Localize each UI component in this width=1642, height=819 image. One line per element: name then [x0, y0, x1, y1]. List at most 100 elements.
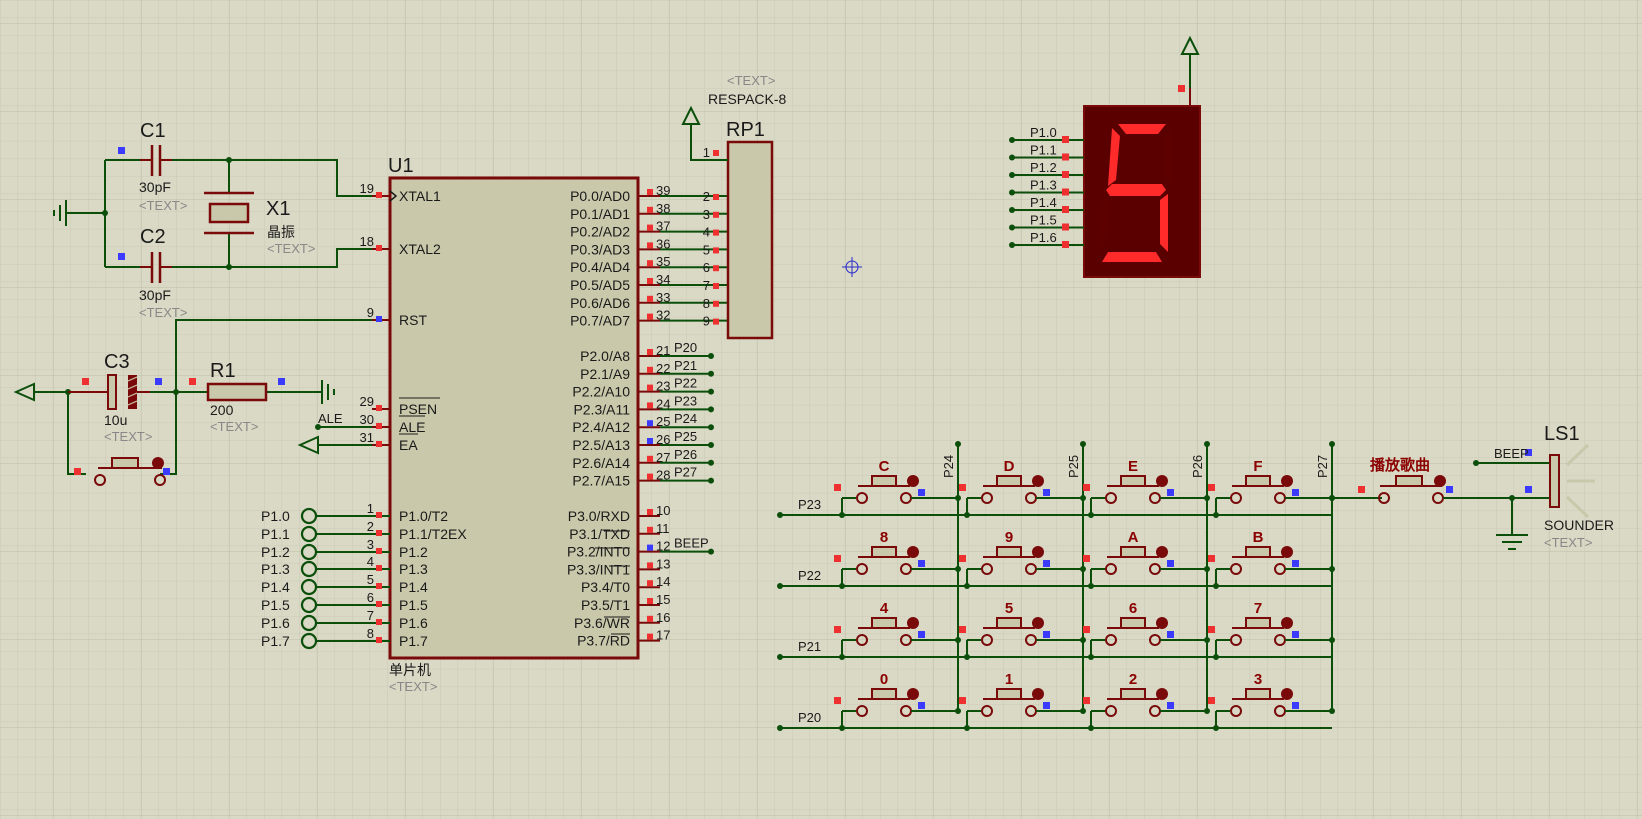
keypad-key[interactable]: 1 [959, 671, 1086, 731]
terminal-circle[interactable] [300, 560, 318, 578]
capacitor-c3[interactable]: C3 10u <TEXT> [68, 351, 162, 444]
mcu-pin-num: 8 [367, 626, 374, 641]
mcu-pin-num: 5 [367, 572, 374, 587]
keypad-key-label: 0 [880, 671, 888, 688]
keypad-key[interactable]: 7 [1208, 600, 1335, 660]
segment-g [1106, 184, 1166, 196]
keypad-key[interactable]: 8 [834, 529, 961, 589]
row-net-label: P21 [798, 639, 821, 654]
display-input-label: P1.1 [1030, 143, 1057, 158]
keypad-key-label: D [1004, 458, 1015, 475]
display-input-label: P1.6 [1030, 230, 1057, 245]
terminal-circle[interactable] [300, 632, 318, 650]
keypad-key[interactable]: 6 [1083, 600, 1210, 660]
mcu-pin-num: 37 [656, 219, 670, 234]
mcu-text: <TEXT> [389, 679, 437, 694]
keypad-key[interactable]: 4 [834, 600, 961, 660]
crystal-x1[interactable] [204, 191, 254, 235]
keypad-key[interactable]: 9 [959, 529, 1086, 589]
mcu-pin-num: 38 [656, 201, 670, 216]
mcu-pin-label: XTAL2 [399, 241, 441, 257]
mcu-pin-num: 9 [367, 305, 374, 320]
keypad-key[interactable]: 0 [834, 671, 961, 731]
mcu-pin-label: P3.5/T1 [581, 597, 630, 613]
c3-text: <TEXT> [104, 429, 152, 444]
mcu-pin-num: 16 [656, 610, 670, 625]
mcu-pin-label: P2.0/A8 [580, 348, 630, 364]
mcu-pin-label: P1.2 [399, 544, 428, 560]
keypad-key-label: 4 [880, 600, 889, 617]
mcu-u1[interactable] [388, 176, 640, 660]
mcu-pin-num: 6 [367, 590, 374, 605]
col-net-label: P24 [941, 455, 956, 478]
keypad-key-label: E [1128, 458, 1138, 475]
mcu-pin-label: P0.4/AD4 [570, 259, 630, 275]
keypad-key[interactable]: 2 [1083, 671, 1210, 731]
mcu-pin-num: 32 [656, 308, 670, 323]
keypad-key[interactable]: F [1208, 458, 1335, 518]
col-net-label: P25 [1066, 455, 1081, 478]
rp1-ref: RP1 [726, 119, 765, 141]
mcu-pin-label: P2.2/A10 [572, 384, 630, 400]
segment-c [1160, 194, 1168, 252]
c1-value: 30pF [139, 179, 171, 195]
net-label: P23 [674, 393, 697, 408]
sounder-ls1[interactable] [1443, 443, 1595, 550]
display-input-label: P1.3 [1030, 178, 1057, 193]
mcu-pin-label: P0.0/AD0 [570, 188, 630, 204]
keypad-key[interactable]: E [1083, 458, 1210, 518]
mcu-pin-label: RST [399, 312, 427, 328]
keypad-key[interactable]: B [1208, 529, 1335, 589]
keypad-key[interactable]: 3 [1208, 671, 1335, 731]
mcu-pin-label: P2.4/A12 [572, 419, 630, 435]
p1-terminal-label: P1.7 [261, 633, 290, 649]
terminal-circle[interactable] [300, 614, 318, 632]
mcu-pin-num: 23 [656, 379, 670, 394]
respack-rp1[interactable] [681, 105, 774, 340]
net-label: P25 [674, 429, 697, 444]
keypad-key[interactable]: A [1083, 529, 1210, 589]
mcu-pin-num: 28 [656, 468, 670, 483]
net-label: BEEP [674, 536, 709, 551]
rp1-pin-num: 8 [703, 296, 710, 311]
keypad-key-label: 3 [1254, 671, 1262, 688]
display-inputs: P1.0P1.1P1.2P1.3P1.4P1.5P1.6 [1009, 125, 1084, 248]
mcu-pin-label: P2.3/A11 [573, 401, 630, 417]
terminal-circle[interactable] [300, 578, 318, 596]
keypad-key[interactable]: D [959, 458, 1086, 518]
rp1-pin-num: 9 [703, 314, 710, 329]
segment-e [1098, 194, 1110, 252]
keypad-key-label: 1 [1005, 671, 1013, 688]
ground-symbol-r1 [321, 380, 335, 404]
capacitor-c1[interactable]: C1 30pF <TEXT> [118, 120, 187, 213]
mcu-pin-num: 13 [656, 556, 670, 571]
net-label: P20 [674, 340, 697, 355]
vcc-arrow-ea [297, 435, 319, 455]
play-song-label: 播放歌曲 [1370, 456, 1430, 474]
mcu-pin-num: 4 [367, 554, 374, 569]
resistor-r1[interactable]: R1 200 <TEXT> [189, 360, 285, 434]
mcu-pin-label: P2.5/A13 [572, 437, 630, 453]
rp1-pin-num: 7 [703, 278, 710, 293]
terminal-circle[interactable] [300, 543, 318, 561]
keypad-key-label: B [1253, 529, 1264, 546]
terminal-circle[interactable] [300, 596, 318, 614]
ale-ea-wires[interactable] [317, 426, 372, 446]
play-song-button[interactable] [1334, 475, 1453, 504]
mcu-pin-num: 29 [360, 394, 374, 409]
c2-value: 30pF [139, 287, 171, 303]
mcu-pin-label: P3.3/INT1 [567, 561, 630, 577]
net-label: P22 [674, 376, 697, 391]
mcu-pin-label: P1.6 [399, 615, 428, 631]
keypad-key[interactable]: C [834, 458, 961, 518]
mcu-pin-num: 3 [367, 537, 374, 552]
terminal-circle[interactable] [300, 525, 318, 543]
capacitor-c2[interactable]: C2 30pF <TEXT> [118, 226, 187, 320]
keypad-key[interactable]: 5 [959, 600, 1086, 660]
reset-button[interactable] [74, 457, 170, 486]
rp1-value: RESPACK-8 [708, 91, 787, 107]
ls1-text: <TEXT> [1544, 535, 1592, 550]
terminal-circle[interactable] [300, 507, 318, 525]
